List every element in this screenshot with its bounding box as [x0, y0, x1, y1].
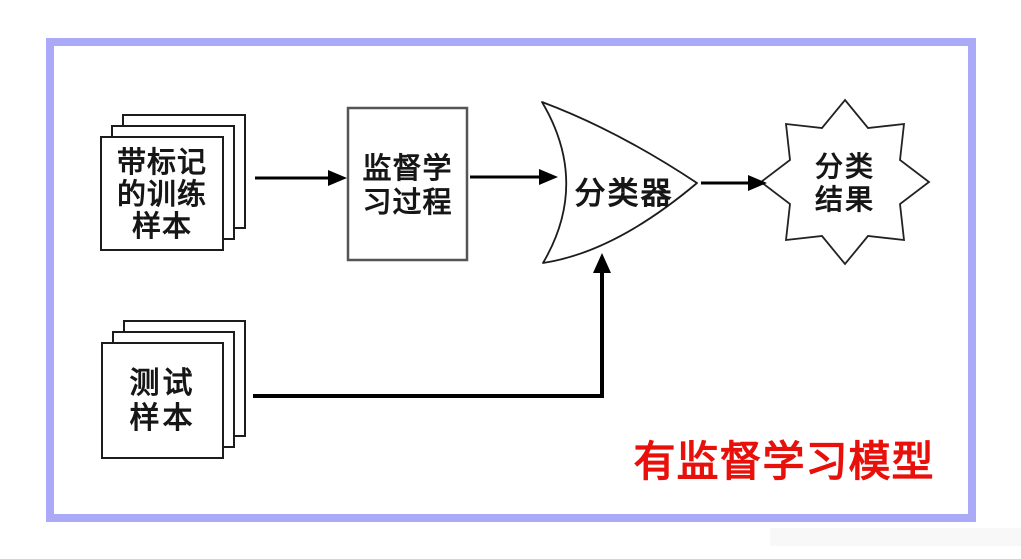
arrow-test-to-classifier	[253, 253, 611, 398]
test-samples-stack	[101, 320, 246, 459]
arrow-classifier-to-result	[701, 175, 767, 191]
training-samples-label: 带标记 的训练 样本	[116, 145, 207, 243]
diagram-frame-border	[46, 38, 976, 522]
training-samples-stack	[100, 114, 246, 251]
test-samples-label: 测试 样本	[129, 366, 196, 436]
classifier-shape	[541, 101, 698, 264]
result-label: 分类 结果	[814, 150, 875, 216]
classifier-label: 分类器	[574, 176, 674, 212]
result-starburst	[759, 98, 931, 266]
test-page-front	[101, 342, 224, 459]
arrow-process-to-classifier	[470, 169, 558, 185]
process-box-label: 监督学 习过程	[362, 151, 453, 219]
diagram-caption: 有监督学习模型	[633, 437, 935, 486]
bottom-right-artifact	[770, 528, 1021, 546]
arrow-training-to-process	[255, 170, 347, 186]
training-page-front	[100, 136, 224, 251]
process-box	[346, 106, 469, 262]
